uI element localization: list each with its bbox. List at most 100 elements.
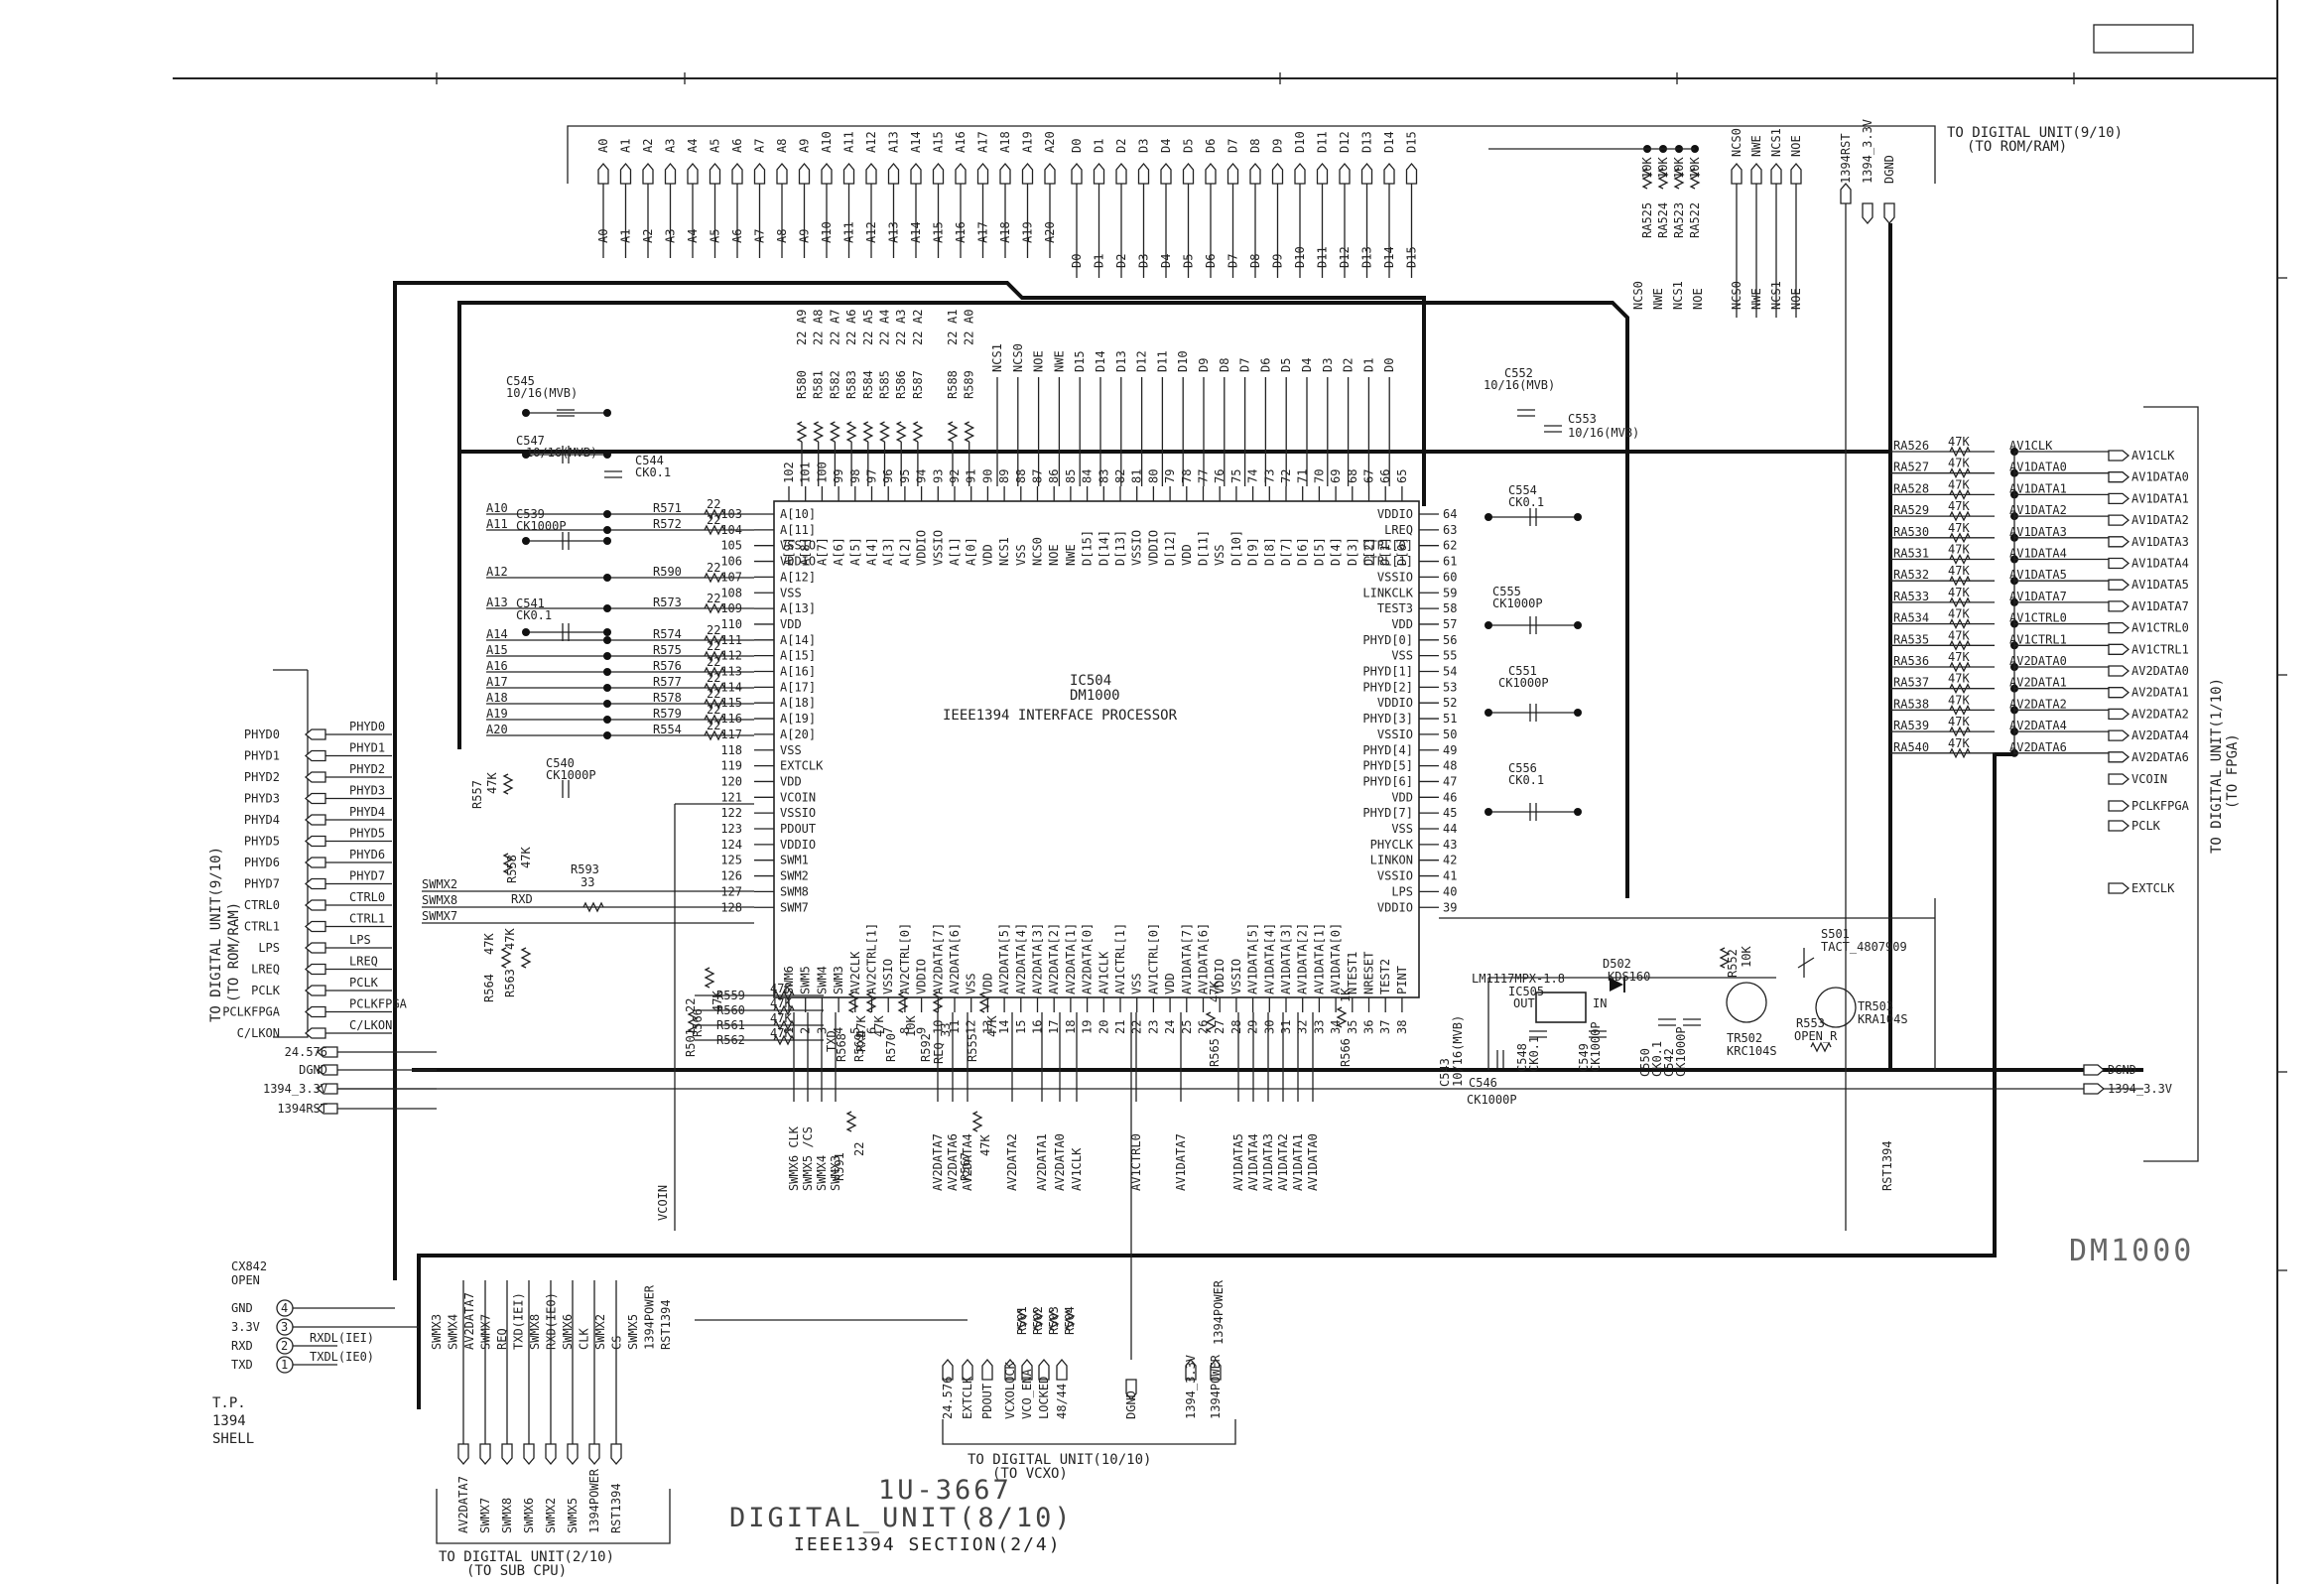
- bottom-net-label: AV2DATA2: [1005, 1133, 1019, 1191]
- subcpu-port-label: SWMX5: [566, 1498, 580, 1533]
- bottom-net-label: SWMX3: [829, 1155, 842, 1191]
- txd-label: TXD: [825, 1030, 839, 1052]
- pullup-resistor-value: 10K: [1656, 157, 1670, 179]
- ic-top-pin-number: 81: [1130, 469, 1144, 483]
- av-resistor: [1949, 639, 1971, 651]
- ic-bottom-pin-name: AV2CTRL[0]: [898, 923, 912, 994]
- ic-left-pin-name: PDOUT: [780, 822, 816, 836]
- fpga-port-label: AV1CLK: [2131, 449, 2175, 463]
- subcpu-port-arrow: [479, 1443, 491, 1466]
- subcpu-dest-sub-label: (TO SUB CPU): [466, 1563, 567, 1579]
- r553-ref: R553: [1796, 1016, 1825, 1030]
- phy-port-arrow: [304, 792, 326, 805]
- ic-bottom-pin-name: VDDIO: [915, 959, 929, 994]
- rom-data-bus-label: D7: [1227, 254, 1240, 268]
- address-resistor-value: 22: [911, 331, 925, 345]
- rom-data-arrow: [1405, 162, 1418, 185]
- junction-dot: [603, 510, 611, 518]
- phy-port-arrow: [304, 942, 326, 954]
- bottom-net-label: SWMX6 CLK: [787, 1125, 801, 1191]
- ic-bottom-pin-name: AV1CLK: [1097, 951, 1110, 994]
- fpga-port-label: AV2DATA4: [2131, 728, 2189, 742]
- r558-symbol: [502, 853, 514, 874]
- ic-top-pin-number: 87: [1031, 469, 1045, 483]
- ic-right-pin-number: 47: [1443, 774, 1457, 788]
- sheet-frame: [173, 0, 2287, 1584]
- ic-right-pin-name: LINKCLK: [1362, 586, 1413, 599]
- av-net-label: AV1DATA0: [2009, 461, 2067, 474]
- fpga-port-arrow: [2108, 536, 2130, 548]
- ic-left-pin-number: 125: [720, 854, 742, 867]
- left-resistor-ref: R573: [653, 596, 682, 609]
- ic-top-pin-name: A[6]: [832, 537, 845, 566]
- r558-value: 47K: [519, 847, 533, 868]
- av-resistor-value: 47K: [1948, 628, 1970, 642]
- ic-right-pin-name: PHYCLK: [1370, 838, 1414, 852]
- vcxo-signal-label: VCO_ENA: [1020, 1369, 1034, 1419]
- ic-right-pin-number: 57: [1443, 617, 1457, 631]
- ic-top-pin-number: 94: [915, 469, 929, 483]
- left-resistor-value: 22: [707, 719, 720, 732]
- top-net-label: D10: [1176, 350, 1190, 372]
- pullup-resistor: [1641, 168, 1653, 190]
- ic-bottom-pin-number: 27: [1213, 1020, 1227, 1034]
- phy-bus-bracket: [273, 669, 309, 1038]
- capacitor-ref: C554: [1508, 483, 1537, 497]
- rom-address-arrow: [865, 162, 877, 185]
- power-port-arrow: [316, 1064, 338, 1076]
- av-resistor: [1949, 683, 1971, 695]
- rom-data-top-label: D1: [1093, 139, 1106, 153]
- junction-dot: [603, 451, 611, 459]
- rom-data-arrow: [1093, 162, 1105, 185]
- ic504-ref: IC504: [1070, 673, 1111, 689]
- rom-control-top-label: NWE: [1749, 135, 1763, 157]
- rom-data-bus-label: D9: [1271, 254, 1285, 268]
- bottom-resistor-value: 47K: [770, 996, 792, 1010]
- ic-bottom-pin-number: 2: [799, 1027, 813, 1034]
- capacitor-ref: C540: [546, 756, 575, 770]
- subcpu-port-label: 1394POWER: [587, 1468, 601, 1533]
- ic-left-pin-number: 118: [720, 743, 742, 757]
- left-resistor-value: 22: [707, 561, 720, 575]
- ic-bottom-pin-number: 22: [1130, 1020, 1144, 1034]
- ic-top-pin-number: 88: [1014, 469, 1028, 483]
- power-port-arrow: [316, 1103, 338, 1115]
- rom-power-label: 1394_3.3V: [1861, 119, 1874, 184]
- av-resistor-ref: RA537: [1893, 676, 1929, 690]
- bottom-resistor: [773, 990, 795, 1001]
- subcpu-bracket: [436, 1489, 671, 1544]
- address-resistor: [895, 421, 907, 443]
- av-resistor-value: 47K: [1948, 435, 1970, 449]
- bottom-net-label: AV1DATA1: [1291, 1133, 1305, 1191]
- rom-data-arrow: [1205, 162, 1217, 185]
- top-net-label: D2: [1342, 358, 1356, 372]
- top-net-label: NWE: [1052, 350, 1066, 372]
- vcxo-signal-label: 24.576: [941, 1377, 955, 1419]
- subcpu-net-label: SWMX5: [626, 1314, 640, 1350]
- address-resistor-value: 22: [812, 331, 826, 345]
- phy-net-label: CTRL0: [349, 890, 385, 904]
- power-port-label: 24.576: [285, 1045, 327, 1059]
- ic-top-pin-number: 69: [1329, 469, 1343, 483]
- fpga-port-label: VCOIN: [2131, 772, 2167, 786]
- ic-bottom-pin-name: SWM6: [782, 966, 796, 994]
- av-net-label: AV2DATA0: [2009, 654, 2067, 668]
- bottom-vertical-resistor: [971, 1111, 983, 1132]
- address-resistor-ref: R589: [963, 370, 976, 399]
- ic-left-pin-name: VSSIO: [780, 806, 816, 820]
- rom-data-top-label: D0: [1070, 139, 1084, 153]
- ic-top-pin-number: 80: [1146, 469, 1160, 483]
- address-resistor-value: 22: [878, 331, 892, 345]
- right-power-arrow: [2083, 1064, 2106, 1076]
- tr502-symbol: [1726, 982, 1767, 1023]
- rom-data-bus-label: D15: [1405, 246, 1419, 268]
- ic-right-pin-name: VDDIO: [1377, 507, 1413, 521]
- rom-data-bus-label: D14: [1382, 246, 1396, 268]
- ic-bottom-pin-number: 11: [948, 1020, 962, 1034]
- rom-address-arrow: [709, 162, 721, 185]
- pullup-net-label: NOE: [1691, 288, 1705, 310]
- ic-top-pin-name: A[4]: [865, 537, 879, 566]
- bottom-vertical-value: 47K: [978, 1134, 992, 1156]
- av-resistor-ref: RA529: [1893, 503, 1929, 517]
